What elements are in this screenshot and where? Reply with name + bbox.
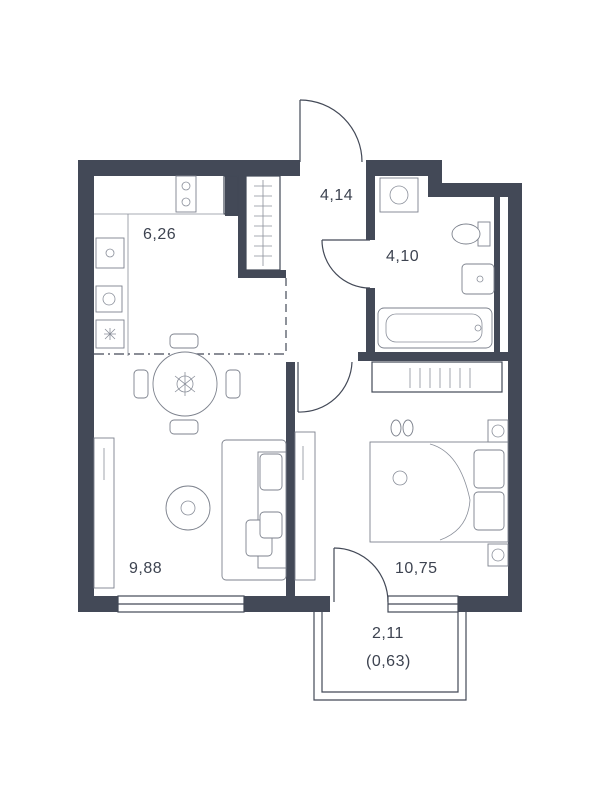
washing-machine-icon xyxy=(379,177,419,213)
bedroom-door[interactable] xyxy=(297,361,353,413)
kitchen-counter xyxy=(94,175,224,356)
dishwasher-icon xyxy=(95,285,123,313)
kitchen-column xyxy=(223,175,239,215)
bathtub-icon xyxy=(377,307,493,349)
slippers xyxy=(390,419,414,437)
double-bed xyxy=(369,441,509,543)
kitchen-area-label: 6,26 xyxy=(143,226,177,243)
nightstand-top xyxy=(487,419,509,443)
dining-table xyxy=(133,333,241,435)
entrance-door[interactable] xyxy=(299,99,363,163)
balcony-door[interactable] xyxy=(333,547,389,603)
bedroom-cabinet xyxy=(294,431,316,581)
bedroom-wardrobe xyxy=(371,361,503,393)
balcony-reduced-area-label: (0,63) xyxy=(366,653,411,670)
living-cabinet xyxy=(93,437,115,589)
balcony-outline xyxy=(313,612,467,701)
sink-icon xyxy=(95,237,125,269)
living-area-label: 9,88 xyxy=(129,560,163,577)
hall-wardrobe xyxy=(245,175,281,271)
sofa xyxy=(221,439,287,581)
outer-walls xyxy=(78,160,522,612)
toilet-icon xyxy=(451,221,491,247)
interior-walls xyxy=(225,176,518,612)
washbasin-icon xyxy=(461,263,495,295)
bedroom-area-label: 10,75 xyxy=(395,560,438,577)
coffee-table xyxy=(165,485,211,531)
bedroom-window xyxy=(387,595,459,613)
fridge-icon xyxy=(95,319,125,349)
hall-area-label: 4,14 xyxy=(320,187,354,204)
living-window xyxy=(117,595,245,613)
bathroom-area-label: 4,10 xyxy=(386,248,420,265)
nightstand-bottom xyxy=(487,543,509,567)
bathroom-door[interactable] xyxy=(321,239,371,289)
balcony-area-label: 2,11 xyxy=(372,625,404,642)
